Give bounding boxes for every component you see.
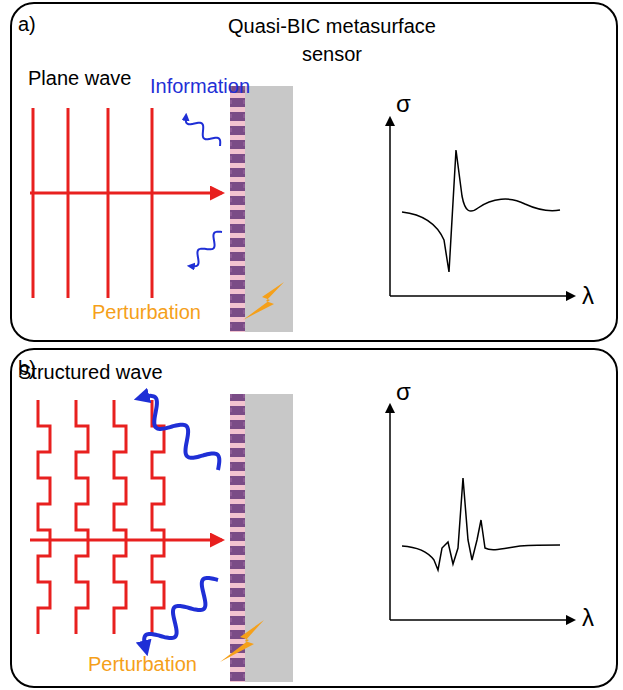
axis-label: λ [582,284,594,308]
structured-wavefront [114,400,126,634]
metasurface [230,394,245,682]
scattered-wave [144,578,218,650]
multi-fano-spectrum [402,478,560,570]
scattered-wave [186,116,220,146]
structured-wavefront [152,400,164,634]
figure-panel: b) [10,348,618,688]
axis-label: λ [582,606,594,630]
structured-wavefront [76,400,88,634]
scattered-wave [140,396,219,470]
propagation-arrow [30,192,222,195]
figure-panel: a) Quasi-BIC metasurface sensor [10,2,618,342]
structured-wavefront [38,400,50,634]
scattered-wave [190,232,222,267]
panel-title: Quasi-BIC metasurface sensor [212,12,452,68]
panel-label: a) [18,10,36,38]
spectrum-axes [390,118,574,620]
perturbation-label: Perturbation [92,300,201,324]
axis-label: σ [396,380,411,404]
structured-wavefronts [38,400,164,634]
plane-wavefronts [33,108,152,298]
signal-label: Information [150,74,250,98]
wave-label: Structured wave [18,360,163,384]
substrate [245,394,293,682]
metasurface [230,86,245,332]
wave-label: Plane wave [28,66,131,90]
perturbation-label: Perturbation [88,652,197,676]
fano-spectrum [402,150,560,272]
perturbation-bolt [220,620,264,662]
axis-label: σ [396,92,411,116]
perturbation-bolt [243,282,284,320]
